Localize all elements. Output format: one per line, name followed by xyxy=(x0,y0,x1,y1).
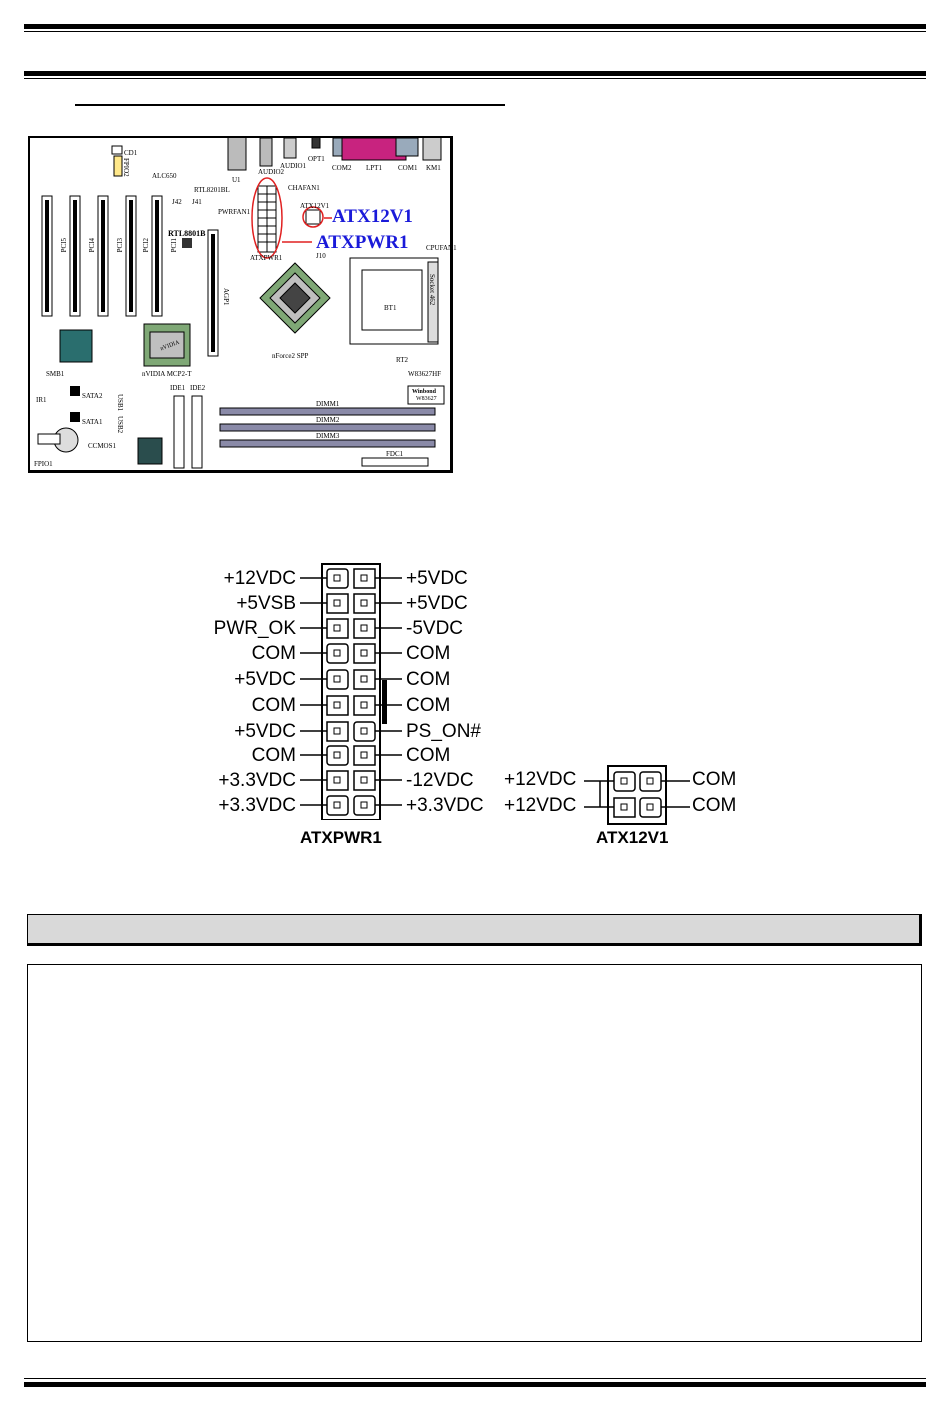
label-atx12v1-small: ATX12V1 xyxy=(300,202,330,210)
label-rtl8801b: RTL8801B xyxy=(168,229,206,238)
label-winbond: Winbond xyxy=(412,389,436,395)
label-sata1: SATA1 xyxy=(82,418,103,426)
label-rt2: RT2 xyxy=(396,356,409,364)
header-rule-top xyxy=(24,24,926,29)
label-fpio2: FPIO2 xyxy=(122,158,130,177)
atxpwr1-pin-left: COM xyxy=(251,643,296,664)
label-audio2: AUDIO2 xyxy=(258,168,285,176)
label-ccmos1: CCMOS1 xyxy=(88,442,117,450)
atxpwr1-pin-right: +5VDC xyxy=(406,568,468,589)
atxpwr1-pin-left: +3.3VDC xyxy=(218,770,296,791)
label-sata2: SATA2 xyxy=(82,392,103,400)
label-lpt1: LPT1 xyxy=(366,164,382,172)
label-dimm1: DIMM1 xyxy=(316,400,340,408)
label-bt1: BT1 xyxy=(384,304,397,312)
atx12v1-title: ATX12V1 xyxy=(596,828,669,847)
atxpwr1-pin-left: COM xyxy=(251,745,296,766)
atx12v1-pin-right: COM xyxy=(692,769,737,790)
atxpwr1-pinout: +12VDC +5VSB PWR_OK COM +5VDC COM +5VDC … xyxy=(150,560,510,860)
label-j10: J10 xyxy=(316,252,326,260)
callout-atxpwr1: ATXPWR1 xyxy=(316,232,409,253)
atxpwr1-pin-left: +5VDC xyxy=(234,721,296,742)
atx12v1-pinout: +12VDC +12VDC COM COM ATX12V1 xyxy=(500,760,760,860)
label-fdc1: FDC1 xyxy=(386,450,404,458)
atxpwr1-pin-right: COM xyxy=(406,669,451,690)
footer-rule-thick xyxy=(24,1382,926,1387)
label-agp1: AGP1 xyxy=(222,288,230,306)
atx12v1-pin-left: +12VDC xyxy=(504,769,577,790)
label-atxpwr1-small: ATXPWR1 xyxy=(250,254,283,262)
label-w83627hf: W83627HF xyxy=(408,370,442,378)
section-header-bar xyxy=(27,914,922,946)
header-rule-bottom-thin xyxy=(24,78,926,79)
atxpwr1-pin-left: COM xyxy=(251,695,296,716)
label-smb1: SMB1 xyxy=(46,370,65,378)
label-km1: KM1 xyxy=(426,164,441,172)
atxpwr1-pin-right: -5VDC xyxy=(406,618,464,639)
motherboard-diagram: CD1 FPIO2 ALC650 U1 AUDIO2 AUDIO1 OPT1 C… xyxy=(28,136,457,473)
label-pwrfan1: PWRFAN1 xyxy=(218,208,251,216)
atxpwr1-pin-left: +5VDC xyxy=(234,669,296,690)
atxpwr1-pin-right: PS_ON# xyxy=(406,721,481,742)
label-winchip: W83627 xyxy=(416,396,437,402)
label-chafan1: CHAFAN1 xyxy=(288,184,320,192)
atx12v1-pin-left: +12VDC xyxy=(504,795,577,816)
label-usb1: USB1 xyxy=(116,394,124,412)
label-pci3: PCI3 xyxy=(116,238,124,253)
atxpwr1-pin-left: +12VDC xyxy=(223,568,296,589)
label-com2: COM2 xyxy=(332,164,352,172)
label-opt1: OPT1 xyxy=(308,155,325,163)
heading-underline xyxy=(75,104,505,106)
note-box xyxy=(27,964,922,1342)
label-pci2: PCI2 xyxy=(142,238,150,253)
label-pci1: PCI1 xyxy=(170,238,178,253)
label-fpio1: FPIO1 xyxy=(34,460,53,468)
label-pci5: PCI5 xyxy=(60,238,68,253)
label-j41: J41 xyxy=(192,198,202,206)
header-rule-top-thin xyxy=(24,31,926,32)
footer-rule-thin xyxy=(24,1378,926,1379)
label-nforce2: nForce2 SPP xyxy=(272,352,309,360)
atxpwr1-pin-right: COM xyxy=(406,745,451,766)
label-audio1: AUDIO1 xyxy=(280,162,307,170)
label-ide1: IDE1 xyxy=(170,384,186,392)
label-ir1: IR1 xyxy=(36,396,47,404)
callout-atx12v1: ATX12V1 xyxy=(332,206,413,227)
atxpwr1-pin-right: +5VDC xyxy=(406,593,468,614)
atxpwr1-pin-left: +3.3VDC xyxy=(218,795,296,816)
label-ide2: IDE2 xyxy=(190,384,206,392)
atxpwr1-pin-left: +5VSB xyxy=(236,593,296,614)
label-usb2: USB2 xyxy=(116,416,124,434)
atxpwr1-title: ATXPWR1 xyxy=(300,828,382,847)
atxpwr1-pin-left: PWR_OK xyxy=(213,618,296,639)
label-socket462: Socket 462 xyxy=(428,274,436,306)
atxpwr1-connector-drawing xyxy=(300,563,402,820)
label-pci4: PCI4 xyxy=(88,238,96,253)
label-rtl8201bl: RTL8201BL xyxy=(194,186,230,194)
atxpwr1-pin-right: COM xyxy=(406,695,451,716)
label-u1: U1 xyxy=(232,176,241,184)
label-alc650: ALC650 xyxy=(152,172,177,180)
label-j42: J42 xyxy=(172,198,182,206)
header-rule-bottom xyxy=(24,71,926,76)
label-dimm3: DIMM3 xyxy=(316,432,340,440)
label-com1: COM1 xyxy=(398,164,418,172)
atxpwr1-pin-right: COM xyxy=(406,643,451,664)
atx12v1-pin-right: COM xyxy=(692,795,737,816)
label-cpufan1: CPUFAN1 xyxy=(426,244,457,252)
atxpwr1-pin-right: +3.3VDC xyxy=(406,795,484,816)
label-cd1: CD1 xyxy=(124,149,138,157)
atxpwr1-pin-right: -12VDC xyxy=(406,770,474,791)
label-mcp2t: nVIDIA MCP2-T xyxy=(142,370,192,378)
motherboard-drawing xyxy=(37,138,445,469)
atx12v1-connector-drawing xyxy=(584,765,690,825)
label-dimm2: DIMM2 xyxy=(316,416,340,424)
